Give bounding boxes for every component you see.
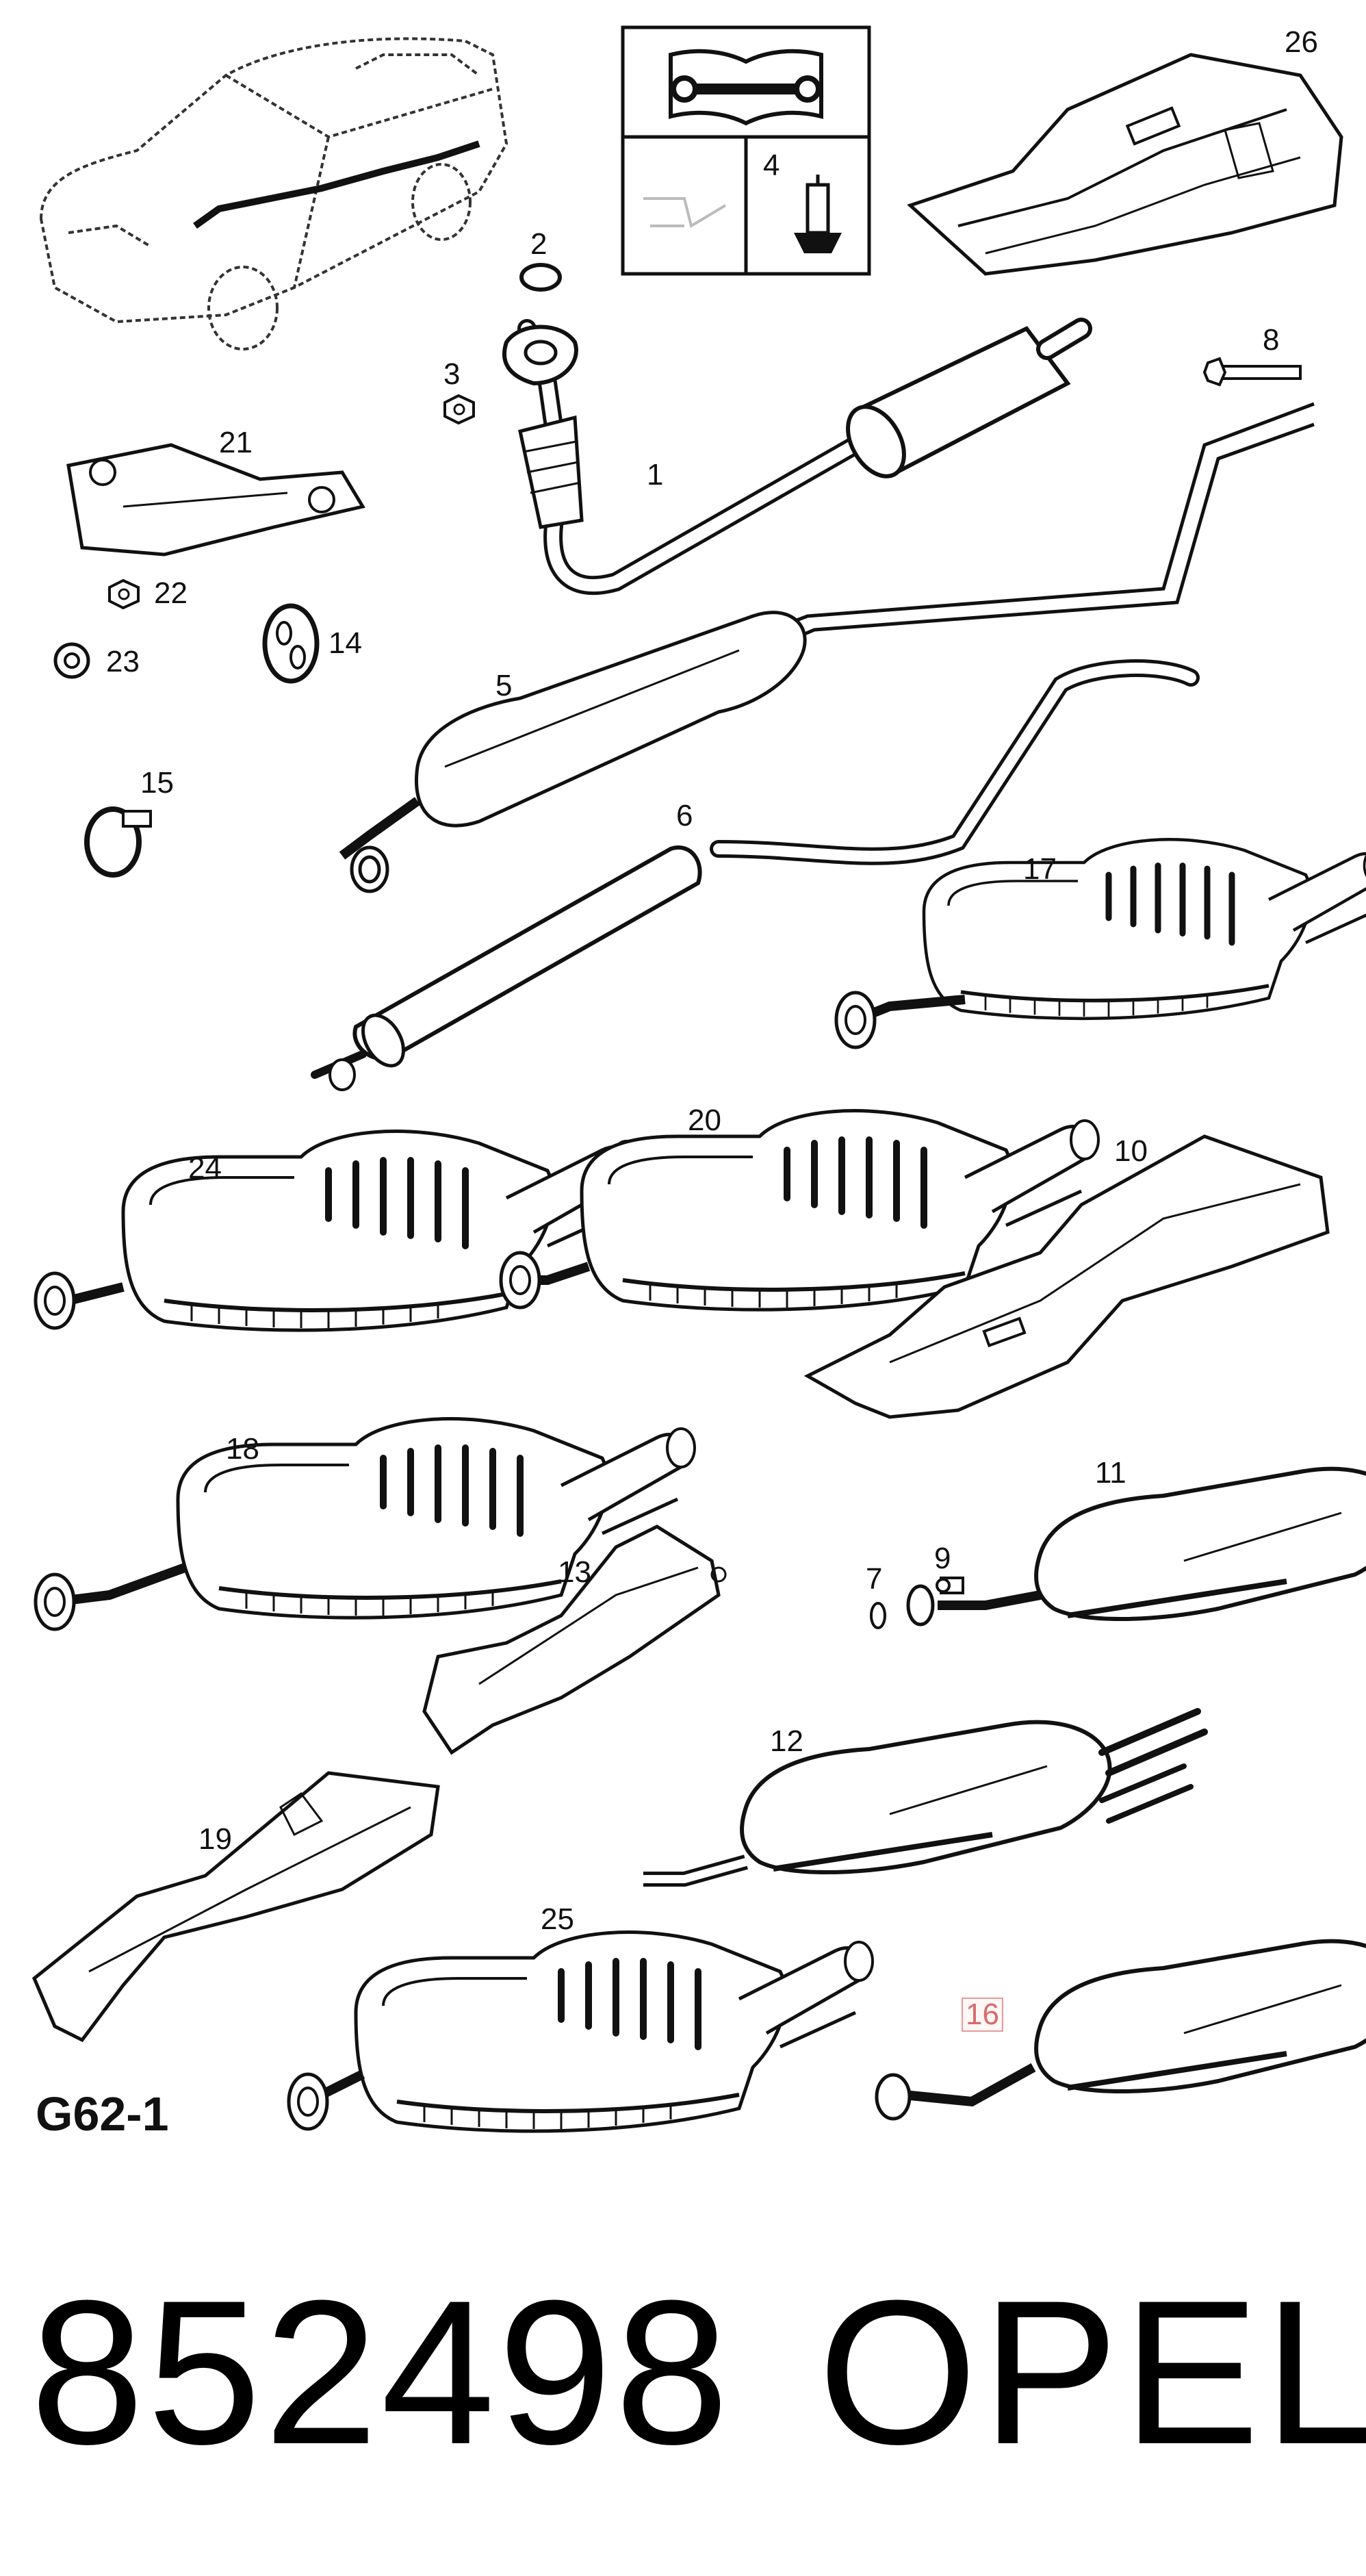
- hanger-14: [262, 603, 320, 684]
- callout-5: 5: [495, 669, 513, 702]
- callout-12: 12: [770, 1724, 803, 1758]
- callout-23: 23: [106, 645, 140, 678]
- callout-18: 18: [226, 1432, 259, 1466]
- callout-15: 15: [140, 766, 174, 800]
- nut-22: [108, 578, 140, 610]
- rear-muffler-16-inlet: [875, 2063, 1036, 2121]
- callout-7: 7: [866, 1562, 883, 1596]
- callout-6: 6: [676, 799, 693, 832]
- heat-shield-26: [907, 53, 1343, 276]
- callout-16-highlighted[interactable]: 16: [962, 1998, 1003, 2032]
- callout-3: 3: [443, 357, 461, 391]
- callout-21: 21: [219, 426, 253, 459]
- callout-9: 9: [934, 1542, 951, 1575]
- clamp-9: [936, 1577, 964, 1594]
- ring-7: [870, 1602, 886, 1629]
- rear-muffler-12-inlet: [643, 1854, 748, 1887]
- rear-muffler-12: [742, 1711, 1204, 1872]
- callout-11: 11: [1095, 1456, 1126, 1490]
- callout-1: 1: [647, 458, 664, 492]
- callout-10: 10: [1114, 1134, 1148, 1168]
- front-pipe-1: [502, 318, 1092, 595]
- rear-muffler-11: [1036, 1458, 1366, 1619]
- heat-shield-19: [31, 1771, 440, 2043]
- mid-pipe-5: [339, 402, 1315, 893]
- clamp-15: [84, 806, 152, 878]
- callout-14: 14: [328, 626, 362, 660]
- callout-8: 8: [1263, 323, 1280, 357]
- callout-4: 4: [763, 149, 780, 182]
- grommet-23: [53, 642, 90, 679]
- callout-25: 25: [541, 1902, 574, 1936]
- callout-26: 26: [1285, 25, 1318, 59]
- rear-muffler-17: [924, 839, 1366, 1019]
- bolt-8: [1202, 357, 1302, 387]
- manual-box: [621, 25, 871, 276]
- rear-muffler-20-inlet: [501, 1253, 591, 1308]
- part-number: 852498: [30, 2257, 732, 2487]
- brand-name: OPEL: [818, 2257, 1366, 2487]
- rear-muffler-24-inlet: [36, 1273, 125, 1328]
- gasket-2: [519, 263, 562, 292]
- callout-2: 2: [530, 227, 547, 261]
- heat-shield-10: [803, 1134, 1330, 1419]
- callout-17: 17: [1023, 852, 1057, 886]
- rear-muffler-18-inlet: [36, 1563, 187, 1629]
- callout-19: 19: [198, 1822, 232, 1856]
- diagram-code: G62-1: [36, 2087, 169, 2141]
- bracket-21: [66, 443, 365, 557]
- pipe-6: [311, 659, 1200, 1091]
- callout-24: 24: [188, 1151, 222, 1185]
- nut-3: [443, 394, 475, 425]
- rear-muffler-11-inlet: [906, 1584, 1042, 1627]
- rear-muffler-25: [356, 1933, 873, 2132]
- heat-shield-13: [422, 1525, 727, 1755]
- rear-muffler-17-inlet: [836, 993, 966, 1047]
- callout-22: 22: [154, 576, 188, 610]
- rear-muffler-25-inlet: [289, 2069, 365, 2129]
- callout-20: 20: [688, 1104, 721, 1137]
- car-illustration: [39, 37, 508, 350]
- rear-muffler-16: [1036, 1930, 1366, 2091]
- callout-13: 13: [558, 1555, 591, 1589]
- car-exhaust-line: [193, 140, 480, 229]
